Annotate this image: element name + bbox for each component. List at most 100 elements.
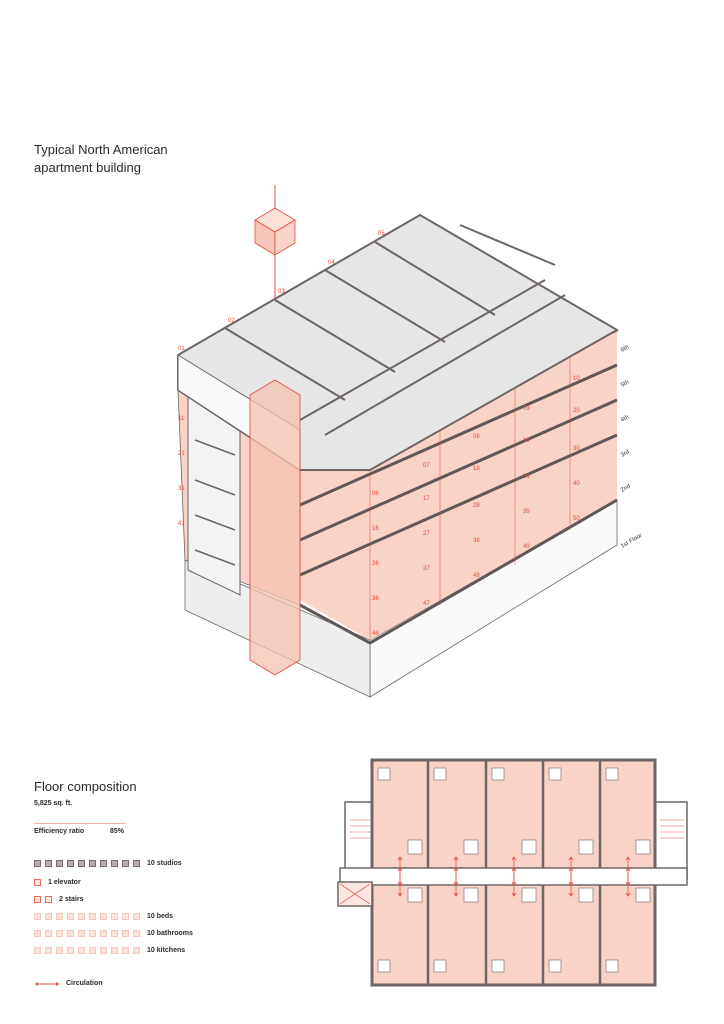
legend-square-icon bbox=[133, 930, 140, 937]
legend-label: 2 stairs bbox=[59, 896, 84, 903]
legend-square-icon bbox=[34, 947, 41, 954]
legend-square-icon bbox=[67, 930, 74, 937]
legend-label: 10 studios bbox=[147, 860, 182, 867]
unit-number: 11 bbox=[178, 416, 185, 422]
legend-square-icon bbox=[34, 860, 41, 867]
legend-square-icon bbox=[89, 860, 96, 867]
stair-flights bbox=[194, 439, 236, 566]
unit-party-walls bbox=[426, 760, 602, 985]
unit-number: 20 bbox=[573, 408, 580, 414]
bed-icon bbox=[491, 767, 505, 781]
unit-number: 06 bbox=[372, 491, 379, 497]
bathroom-icon bbox=[407, 887, 423, 903]
legend-square-icon bbox=[78, 860, 85, 867]
stair-left bbox=[344, 801, 373, 879]
unit-number: 36 bbox=[372, 596, 379, 602]
legend-square-icon bbox=[89, 913, 96, 920]
legend-square-icon bbox=[56, 860, 63, 867]
unit-number: 07 bbox=[423, 463, 430, 469]
legend-square-icon bbox=[78, 947, 85, 954]
unit-number: 16 bbox=[372, 526, 379, 532]
legend-square-icon bbox=[133, 913, 140, 920]
legend-label: 10 kitchens bbox=[147, 947, 186, 954]
unit-number: 26 bbox=[372, 561, 379, 567]
poster-title: Typical North American apartment buildin… bbox=[34, 141, 234, 177]
legend-square-icon bbox=[122, 913, 129, 920]
legend-square-icon bbox=[100, 913, 107, 920]
unit-number: 17 bbox=[423, 496, 430, 502]
unit-number: 02 bbox=[228, 318, 235, 324]
unit-number: 50 bbox=[573, 516, 580, 522]
circulation-arrow-icon bbox=[568, 856, 574, 886]
legend-square-icon bbox=[56, 930, 63, 937]
unit-number: 04 bbox=[328, 260, 335, 266]
stair-treads bbox=[350, 819, 684, 839]
bed-icon bbox=[491, 959, 505, 973]
divider bbox=[34, 823, 126, 824]
bathroom-icon bbox=[407, 839, 423, 855]
bathroom-icon bbox=[578, 887, 594, 903]
legend-item: 2 stairs bbox=[34, 896, 84, 903]
bed-icon bbox=[605, 767, 619, 781]
circulation-arrow-icon bbox=[397, 856, 403, 886]
bed-icon bbox=[548, 959, 562, 973]
legend-square-icon bbox=[67, 860, 74, 867]
legend-symbol-icon bbox=[45, 896, 52, 903]
elevator-plan bbox=[337, 881, 373, 907]
legend-square-icon bbox=[45, 930, 52, 937]
floor-label-5: 5th bbox=[620, 379, 630, 388]
legend-square-icon bbox=[100, 860, 107, 867]
floor-label-6: 6th bbox=[620, 344, 630, 353]
unit-number: 37 bbox=[423, 566, 430, 572]
legend-square-icon bbox=[122, 947, 129, 954]
title-line-2: apartment building bbox=[34, 160, 141, 175]
legend-square-icon bbox=[111, 947, 118, 954]
legend-label: 10 beds bbox=[147, 913, 174, 920]
legend-square-icon bbox=[56, 913, 63, 920]
legend-square-icon bbox=[133, 947, 140, 954]
composition-title: Floor composition bbox=[34, 779, 137, 794]
legend-label: Circulation bbox=[66, 980, 103, 987]
unit-dividers bbox=[369, 350, 571, 640]
legend-square-icon bbox=[56, 947, 63, 954]
efficiency-ratio: Efficiency ratio 85% bbox=[34, 828, 144, 835]
unit-number: 30 bbox=[573, 446, 580, 452]
unit-number: 31 bbox=[178, 486, 185, 492]
right-facade bbox=[300, 330, 617, 640]
double-arrow-icon bbox=[35, 981, 59, 986]
unit-number: 05 bbox=[378, 231, 385, 237]
bathroom-icon bbox=[463, 887, 479, 903]
unit-number: 18 bbox=[473, 466, 480, 472]
legend-item: 10 studios bbox=[34, 860, 182, 867]
floor-labels: 6th 5th 4th 3rd 2nd 1st Floor bbox=[620, 344, 643, 549]
plan-furniture bbox=[377, 767, 651, 973]
bed-icon bbox=[433, 767, 447, 781]
unit-number: 49 bbox=[523, 544, 530, 550]
legend-square-icon bbox=[111, 860, 118, 867]
bed-icon bbox=[377, 959, 391, 973]
unit-number: 08 bbox=[473, 434, 480, 440]
bed-icon bbox=[605, 959, 619, 973]
legend-square-icon bbox=[89, 930, 96, 937]
bed-icon bbox=[548, 767, 562, 781]
unit-number: 03 bbox=[278, 289, 285, 295]
floor-label-2: 2nd bbox=[620, 484, 632, 494]
circulation-arrow-icon bbox=[625, 856, 631, 886]
bathroom-icon bbox=[635, 839, 651, 855]
unit-number: 41 bbox=[178, 521, 185, 527]
legend-item: 10 kitchens bbox=[34, 947, 185, 954]
legend-square-icon bbox=[45, 913, 52, 920]
elevator-shaft bbox=[249, 379, 301, 676]
legend-square-icon bbox=[45, 860, 52, 867]
floor-label-3: 3rd bbox=[620, 449, 631, 459]
legend-item: 1 elevator bbox=[34, 879, 81, 886]
legend-label: 1 elevator bbox=[48, 879, 81, 886]
unit-number: 38 bbox=[473, 538, 480, 544]
legend-symbol-icon bbox=[34, 896, 41, 903]
efficiency-label: Efficiency ratio bbox=[34, 828, 85, 835]
legend-square-icon bbox=[67, 913, 74, 920]
bathroom-icon bbox=[521, 887, 537, 903]
legend-square-icon bbox=[67, 947, 74, 954]
legend-item: 10 beds bbox=[34, 913, 173, 920]
